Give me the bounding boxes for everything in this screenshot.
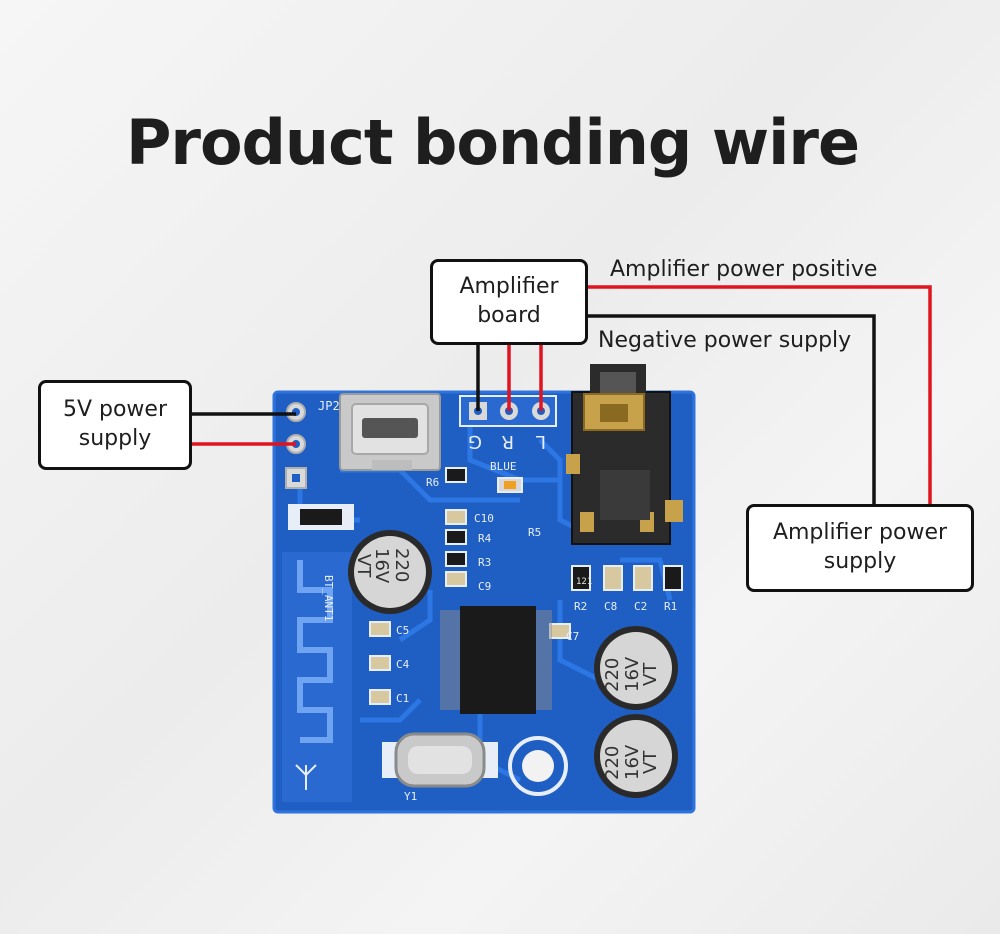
silk-c1: C1 [396,692,409,705]
silk-c4: C4 [396,658,410,671]
svg-text:16V: 16V [622,744,643,780]
pcb-board: BT_ANT1 JP2 G R [272,364,696,814]
silk-c8: C8 [604,600,617,613]
capacitor-1: 220 16V VT [348,530,432,614]
pin-label-r: R [501,431,514,452]
silk-r4: R4 [478,532,492,545]
pin-label-l: L [536,431,546,452]
antenna-icon [295,764,317,790]
silk-y1: Y1 [404,790,417,803]
capacitor-3: 220 16V VT [594,714,678,798]
label-negative-power-supply: Negative power supply [598,328,852,353]
mounting-hole [508,736,568,796]
antenna-trace [297,560,333,743]
page-title: Product bonding wire [125,106,860,179]
silk-c5: C5 [396,624,409,637]
svg-text:16V: 16V [622,656,643,692]
wires [190,285,932,506]
silk-r1: R1 [664,600,677,613]
crystal-oscillator [382,732,498,788]
silk-c2: C2 [634,600,647,613]
silk-c9: C9 [478,580,491,593]
mounting-hole-center [522,750,554,782]
silk-r3: R3 [478,556,491,569]
svg-text:220: 220 [602,658,623,692]
label-amplifier-power-positive: Amplifier power positive [610,257,878,282]
ic-chip [440,606,552,714]
svg-text:16V: 16V [371,548,392,584]
svg-text:VT: VT [640,750,661,774]
label-5v-power-supply: 5V power supply [38,380,192,470]
pin-label-g: G [468,431,482,452]
wire-amp-negative [587,314,876,506]
silk-121: 121 [576,577,592,587]
smd-components [288,467,683,705]
silkscreen-labels: R6 BLUE C10 R4 R5 R3 C9 C5 C4 C1 C7 R2 C… [396,460,677,803]
silk-r5: R5 [528,526,541,539]
silk-jp2: JP2 [318,399,340,413]
silk-c7: C7 [566,630,579,643]
micro-usb-port [339,393,441,471]
silk-blue: BLUE [490,460,517,473]
silk-r2: R2 [574,600,587,613]
silk-bt-ant1: BT_ANT1 [322,575,335,621]
capacitor-2: 220 16V VT [594,626,678,710]
svg-text:220: 220 [391,548,412,582]
silk-r6: R6 [426,476,439,489]
label-amplifier-board: Amplifier board [430,259,588,345]
audio-jack [566,364,683,545]
svg-text:VT: VT [353,554,374,578]
svg-text:220: 220 [602,746,623,780]
wire-amp-positive [587,285,932,506]
svg-text:VT: VT [640,662,661,686]
silk-c10: C10 [474,512,494,525]
label-amplifier-power-supply: Amplifier power supply [746,504,974,592]
